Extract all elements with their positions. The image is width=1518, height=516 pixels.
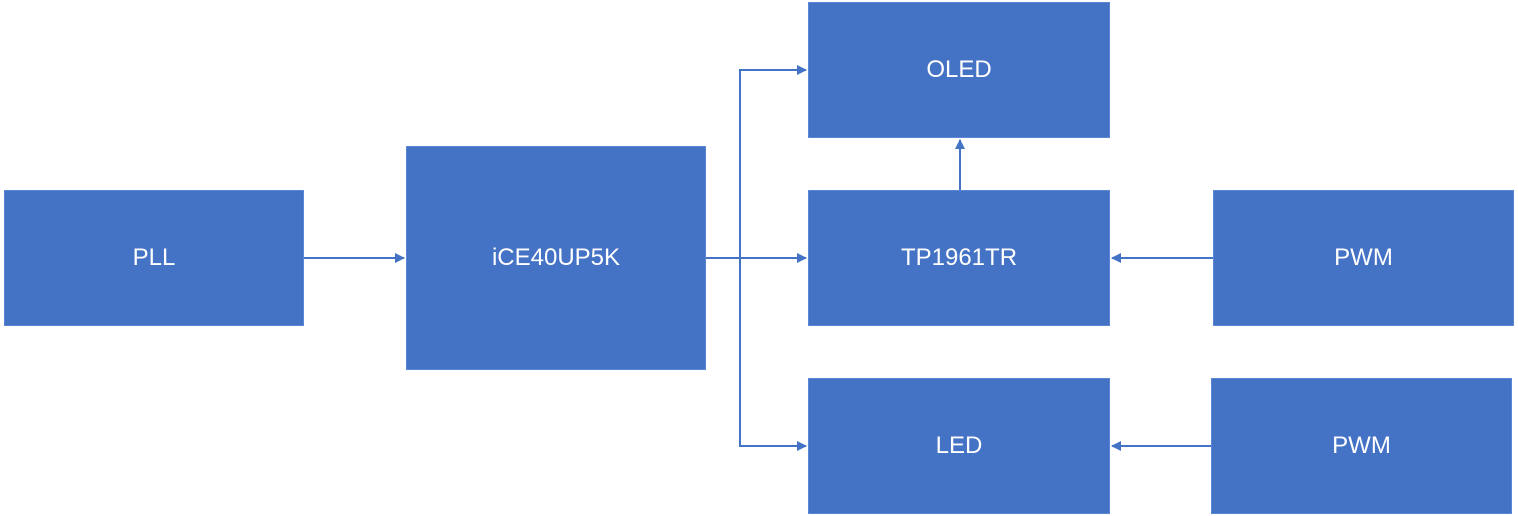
node-ice40up5k-label: iCE40UP5K [491, 244, 621, 271]
node-led: LED [808, 378, 1110, 514]
node-tp1961tr-label: TP1961TR [900, 244, 1018, 271]
node-oled: OLED [808, 2, 1110, 138]
node-pwm-top-label: PWM [1334, 244, 1393, 271]
node-led-label: LED [935, 432, 983, 459]
edge-ice40-to-oled [706, 65, 807, 259]
node-pwm-bottom: PWM [1211, 378, 1512, 514]
node-pwm-top: PWM [1213, 190, 1514, 326]
node-pwm-bottom-label: PWM [1332, 432, 1391, 459]
node-ice40up5k: iCE40UP5K [406, 146, 706, 370]
node-tp1961tr: TP1961TR [808, 190, 1110, 326]
node-pll: PLL [4, 190, 304, 326]
edge-ice40-to-led [739, 258, 807, 451]
node-pll-label: PLL [132, 244, 176, 271]
node-oled-label: OLED [926, 56, 992, 83]
